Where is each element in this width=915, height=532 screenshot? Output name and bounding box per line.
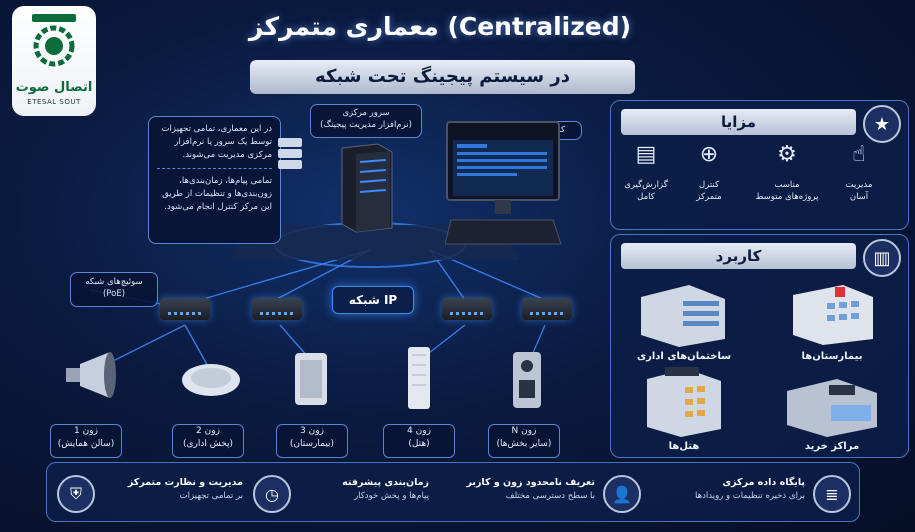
advantage-line1: کنترل: [698, 180, 720, 190]
database-rack-icon: [278, 138, 302, 169]
zone-desc: (سالن همایش): [57, 439, 115, 449]
server-label: سرور مرکزی (نرم‌افزار مدیریت پیجینگ): [310, 104, 422, 138]
hotel-icon: [647, 367, 721, 437]
feature-sub: بر تمامی تجهیزات: [179, 491, 243, 501]
advantage-item: ☝ مدیریت آسان: [829, 142, 889, 203]
feature-title: زمان‌بندی پیشرفته: [342, 477, 429, 488]
page-title: معماری متمرکز (Centralized): [248, 12, 632, 41]
feature-sub: پیام‌ها و پخش خودکار: [354, 491, 429, 501]
zone-name: زون 1: [74, 426, 98, 436]
advantage-line2: آسان: [849, 192, 869, 202]
feature-item: ◷ زمان‌بندی پیشرفته پیام‌ها و پخش خودکار: [253, 473, 433, 513]
database-icon: ≣: [813, 475, 851, 513]
server-tower-icon: [341, 143, 393, 233]
features-bar: ≣ پایگاه داده مرکزی برای ذخیره تنظیمات و…: [46, 462, 860, 522]
feature-item: ⛨ مدیریت و نظارت متمرکز بر تمامی تجهیزات: [57, 473, 247, 513]
zone-label: زون 1 (سالن همایش): [50, 424, 122, 458]
zone-label: زون 4 (هتل): [383, 424, 455, 458]
switches-label: سوئیچ‌های شبکه (PoE): [70, 272, 158, 307]
switches-label-sub: (PoE): [102, 289, 126, 299]
intercom-icon: [513, 352, 541, 408]
feature-sub: برای ذخیره تنظیمات و رویدادها: [695, 491, 805, 501]
applications-panel: کاربرد ▥ بیمارستان‌ها ساختمان‌های اداری …: [610, 234, 909, 458]
star-icon: ★: [863, 105, 901, 143]
touch-icon: ☝: [852, 142, 866, 167]
advantage-item: ⊕ کنترل متمرکز: [679, 142, 739, 203]
advantage-item: ▤ گزارش‌گیری کامل: [615, 142, 677, 203]
zone-name: زون 3: [300, 426, 324, 436]
advantage-line1: مناسب: [774, 180, 800, 190]
zone-desc: (بیمارستان): [289, 439, 335, 449]
zone-desc: (هتل): [408, 439, 430, 449]
gear-icon: ⚙: [777, 142, 797, 167]
description-callout: در این معماری، تمامی تجهیزات توسط یک سرو…: [148, 116, 281, 244]
horn-speaker-icon: [66, 352, 116, 398]
advantages-title: مزایا: [621, 109, 856, 135]
office-building-icon: [641, 285, 725, 347]
feature-title: تعریف نامحدود زون و کاربر: [466, 477, 595, 488]
application-item: ساختمان‌های اداری: [625, 275, 743, 371]
clock-icon: ◷: [253, 475, 291, 513]
network-switch: [160, 298, 210, 320]
ceiling-speaker-icon: [182, 364, 240, 396]
description-p1: در این معماری، تمامی تجهیزات توسط یک سرو…: [161, 124, 272, 160]
zone-name: زون N: [511, 426, 537, 436]
zone-label: زون N (سایر بخش‌ها): [488, 424, 560, 458]
mall-icon: [787, 379, 877, 437]
zone-label: زون 3 (بیمارستان): [276, 424, 348, 458]
zone-desc: (پخش اداری): [182, 439, 234, 449]
wall-speaker-icon: [295, 353, 327, 405]
application-label: ساختمان‌های اداری: [636, 351, 732, 362]
application-label: هتل‌ها: [668, 441, 700, 452]
feature-title: مدیریت و نظارت متمرکز: [127, 477, 243, 488]
feature-item: 👤 تعریف نامحدود زون و کاربر با سطح دسترس…: [441, 473, 641, 513]
server-label-sub: (نرم‌افزار مدیریت پیجینگ): [320, 120, 412, 130]
application-item: بیمارستان‌ها: [773, 275, 891, 371]
feature-item: ≣ پایگاه داده مرکزی برای ذخیره تنظیمات و…: [661, 473, 851, 513]
zone-label: زون 2 (پخش اداری): [172, 424, 244, 458]
applications-title: کاربرد: [621, 243, 856, 269]
application-label: بیمارستان‌ها: [801, 351, 863, 362]
advantage-line1: گزارش‌گیری: [624, 180, 668, 190]
advantage-item: ⚙ مناسب پروژه‌های متوسط: [747, 142, 827, 203]
shield-icon: ⛨: [57, 475, 95, 513]
description-p2: تمامی پیام‌ها، زمان‌بندی‌ها، زون‌بندی‌ها…: [162, 176, 272, 212]
feature-sub: با سطح دسترسی مختلف: [505, 491, 595, 501]
zone-name: زون 2: [196, 426, 220, 436]
network-switch: [442, 298, 492, 320]
target-icon: ⊕: [699, 142, 719, 167]
network-label: شبکه IP: [332, 286, 414, 314]
zone-name: زون 4: [407, 426, 431, 436]
application-item: هتل‌ها: [625, 365, 743, 457]
application-item: مراکز خرید: [773, 365, 891, 457]
logo-name-en: ETESAL SOUT: [27, 98, 81, 106]
advantage-line2: پروژه‌های متوسط: [755, 192, 819, 202]
switches-label-title: سوئیچ‌های شبکه: [85, 277, 143, 287]
report-icon: ▤: [635, 142, 657, 167]
network-switch: [522, 298, 572, 320]
zone-desc: (سایر بخش‌ها): [496, 439, 552, 449]
advantage-line1: مدیریت: [845, 180, 873, 190]
advantage-line2: کامل: [637, 192, 655, 202]
user-icon: 👤: [603, 475, 641, 513]
gear-logo-icon: [32, 14, 76, 67]
company-logo: اتصال صوت ETESAL SOUT: [12, 6, 96, 116]
feature-title: پایگاه داده مرکزی: [722, 477, 805, 488]
buildings-icon: ▥: [863, 239, 901, 277]
advantages-panel: مزایا ★ ☝ مدیریت آسان ⚙ مناسب پروژه‌های …: [610, 100, 909, 230]
server-label-title: سرور مرکزی: [342, 108, 390, 118]
logo-name-fa: اتصال صوت: [15, 80, 93, 95]
page-subtitle: در سیستم پیجینگ تحت شبکه: [250, 60, 635, 94]
operator-console-icon: [445, 121, 562, 245]
network-switch: [252, 298, 302, 320]
application-label: مراکز خرید: [804, 441, 860, 452]
hospital-icon: [793, 285, 873, 345]
advantage-line2: متمرکز: [696, 192, 722, 202]
column-speaker-icon: [408, 347, 430, 409]
